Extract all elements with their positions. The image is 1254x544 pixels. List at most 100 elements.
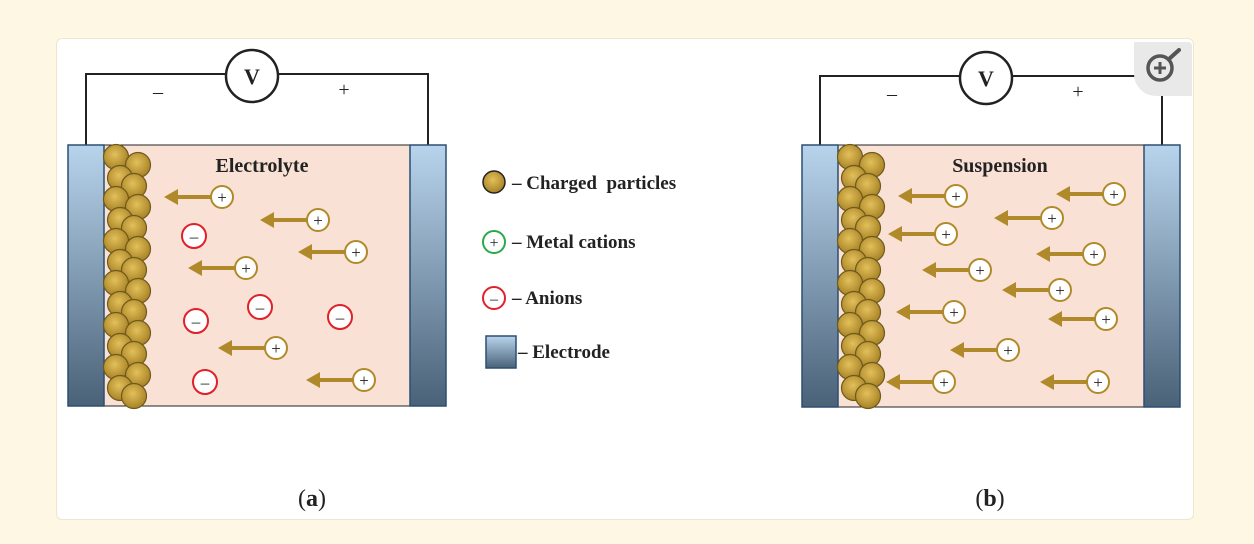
panel-a: V – + Electrolyte ++++++––––– (a) — [67, 48, 447, 512]
arrow-head — [1036, 246, 1050, 262]
arrow-head — [898, 188, 912, 204]
arrow-head — [298, 244, 312, 260]
arrow-head — [164, 189, 178, 205]
anion-symbol: – — [255, 298, 265, 317]
arrow-head — [1056, 186, 1070, 202]
arrow-head — [896, 304, 910, 320]
cation-symbol: + — [1089, 245, 1099, 264]
particle-deposit-b — [836, 143, 886, 410]
cation-symbol: + — [1055, 281, 1065, 300]
legend-metal-cations: – Metal cations — [511, 232, 635, 253]
legend-cation-symbol: + — [489, 235, 498, 252]
anion-ion — [247, 294, 273, 320]
cation-ion — [932, 370, 956, 394]
anion-ion — [192, 369, 218, 395]
cation-symbol: + — [313, 211, 323, 230]
legend-electrode: – Electrode — [517, 342, 610, 363]
legend-charged-particles: – Charged particles — [511, 173, 676, 194]
voltmeter-a — [224, 48, 280, 104]
cation-ion — [344, 240, 368, 264]
zoom-in-icon — [1146, 48, 1181, 82]
arrow-head — [218, 340, 232, 356]
cation-ion — [934, 222, 958, 246]
wire-a-right — [278, 73, 429, 145]
cation-ion — [1094, 307, 1118, 331]
arrow-head — [886, 374, 900, 390]
cation-symbol: + — [939, 373, 949, 392]
cation-symbol: + — [1093, 373, 1103, 392]
legend-cation-icon — [482, 230, 506, 254]
cation-ion — [306, 208, 330, 232]
arrow-head — [888, 226, 902, 242]
cation-symbol: + — [941, 225, 951, 244]
cation-symbol: + — [1003, 341, 1013, 360]
suspension-bath-b — [837, 144, 1145, 408]
cation-symbol: + — [1047, 209, 1057, 228]
ions-a: ++++++––––– — [164, 185, 376, 395]
cation-ion — [264, 336, 288, 360]
ions-b: ++++++++++++ — [886, 182, 1126, 394]
voltmeter-b-label: V — [978, 66, 994, 91]
voltmeter-a-label: V — [244, 64, 260, 89]
cation-ion — [1082, 242, 1106, 266]
panel-b: V – + Suspension ++++++++++++ (b) — [801, 50, 1181, 512]
wire-a — [85, 73, 226, 145]
cation-ion — [1102, 182, 1126, 206]
legend: – Charged particles + – Metal cations – … — [482, 170, 676, 369]
cation-ion — [210, 185, 234, 209]
legend-anion-icon — [482, 286, 506, 310]
cation-ion — [1048, 278, 1072, 302]
anion-ion — [327, 304, 353, 330]
minus-label-a: – — [152, 81, 164, 103]
legend-anion-symbol: – — [489, 291, 499, 308]
cation-ion — [944, 184, 968, 208]
arrow-head — [922, 262, 936, 278]
plus-label-a: + — [338, 79, 349, 101]
cation-symbol: + — [217, 188, 227, 207]
panel-a-title: Electrolyte — [216, 155, 309, 177]
cation-symbol: + — [951, 187, 961, 206]
legend-electrode-icon — [485, 335, 517, 369]
particle-deposit-a — [102, 143, 152, 410]
cation-symbol: + — [351, 243, 361, 262]
arrow-head — [950, 342, 964, 358]
arrow-head — [994, 210, 1008, 226]
electrolyte-bath-a — [103, 144, 411, 407]
anion-symbol: – — [200, 373, 210, 392]
cation-ion — [968, 258, 992, 282]
cation-symbol: + — [1101, 310, 1111, 329]
cation-ion — [942, 300, 966, 324]
cation-ion — [352, 368, 376, 392]
minus-label-b: – — [886, 83, 898, 105]
caption-a: (a) — [298, 486, 326, 512]
electrode-left-b — [801, 144, 839, 408]
cation-symbol: + — [359, 371, 369, 390]
zoom-button[interactable] — [1134, 42, 1192, 96]
caption-b: (b) — [975, 486, 1004, 512]
arrow-head — [306, 372, 320, 388]
cation-symbol: + — [949, 303, 959, 322]
anion-ion — [181, 223, 207, 249]
anion-symbol: – — [189, 227, 199, 246]
cation-symbol: + — [1109, 185, 1119, 204]
electrode-right-a — [409, 144, 447, 407]
legend-anions: – Anions — [511, 288, 582, 309]
cation-ion — [1086, 370, 1110, 394]
wire-b — [819, 75, 960, 145]
legend-particle-icon — [482, 170, 506, 194]
arrow-head — [260, 212, 274, 228]
anion-symbol: – — [191, 312, 201, 331]
plus-label-b: + — [1072, 81, 1083, 103]
cation-symbol: + — [241, 259, 251, 278]
cation-ion — [1040, 206, 1064, 230]
cation-ion — [996, 338, 1020, 362]
deposited-particle — [120, 382, 148, 410]
cation-ion — [234, 256, 258, 280]
electrode-right-b — [1143, 144, 1181, 408]
electrode-left-a — [67, 144, 105, 407]
cation-symbol: + — [975, 261, 985, 280]
cation-symbol: + — [271, 339, 281, 358]
arrow-head — [188, 260, 202, 276]
arrow-head — [1048, 311, 1062, 327]
